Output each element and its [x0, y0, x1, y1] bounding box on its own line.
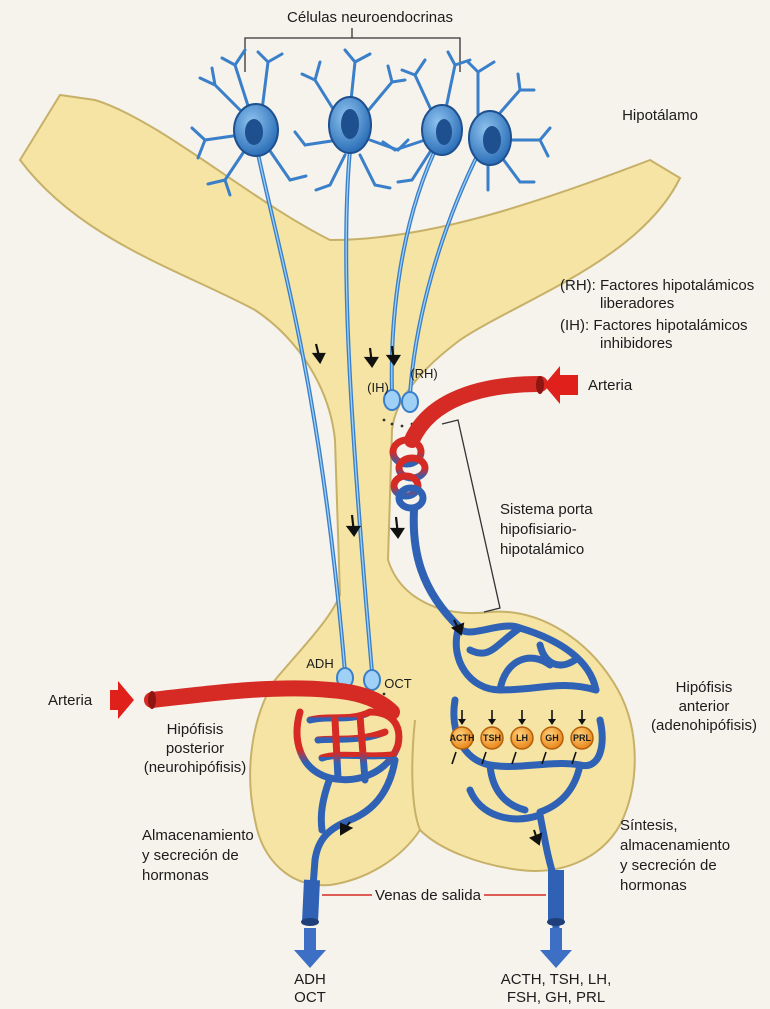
output-right-line2: FSH, GH, PRL — [507, 989, 605, 1006]
hormone-cell-label: TSH — [483, 733, 501, 743]
anterior-label-line2: anterior — [679, 698, 730, 715]
hormone-cell-label: PRL — [573, 733, 592, 743]
synthesis-label-line4: hormonas — [620, 877, 687, 894]
neuroendocrine-cells-label: Células neuroendocrinas — [287, 9, 453, 26]
ih-legend-line2: inhibidores — [600, 335, 673, 352]
oct-terminal-label: OCT — [384, 676, 412, 691]
posterior-label-line1: Hipófisis — [167, 721, 224, 738]
neuron-bracket — [245, 28, 460, 72]
artery-label-left: Arteria — [48, 692, 93, 709]
rh-tag: (RH) — [410, 366, 437, 381]
portal-artery-opening — [536, 376, 544, 394]
hormone-cell-label: GH — [545, 733, 559, 743]
synthesis-label-line2: almacenamiento — [620, 837, 730, 854]
adh-terminal-label: ADH — [306, 656, 333, 671]
portal-label-line3: hipotalámico — [500, 541, 584, 558]
ih-legend-line1: (IH): Factores hipotalámicos — [560, 317, 748, 334]
exit-vein-right-opening — [547, 918, 565, 926]
storage-label-line3: hormonas — [142, 867, 209, 884]
artery-arrow-left — [110, 681, 134, 719]
ih-tag: (IH) — [367, 380, 389, 395]
output-left-line2: OCT — [294, 989, 326, 1006]
storage-label-line2: y secreción de — [142, 847, 239, 864]
exit-vein-left-opening — [301, 918, 319, 926]
hypothalamus-label: Hipotálamo — [622, 107, 698, 124]
output-left-line1: ADH — [294, 971, 326, 988]
synthesis-label-line1: Síntesis, — [620, 817, 678, 834]
artery-arrow-right — [544, 366, 578, 404]
hormone-cell-label: ACTH — [450, 733, 475, 743]
posterior-label-line2: posterior — [166, 740, 224, 757]
output-arrow-left — [294, 928, 326, 968]
hormone-cell-label: LH — [516, 733, 528, 743]
output-right-line1: ACTH, TSH, LH, — [501, 971, 612, 988]
artery-label-right: Arteria — [588, 377, 633, 394]
storage-label-line1: Almacenamiento — [142, 827, 254, 844]
anterior-label-line3: (adenohipófisis) — [651, 717, 757, 734]
synthesis-label-line3: y secreción de — [620, 857, 717, 874]
anterior-label-line1: Hipófisis — [676, 679, 733, 696]
portal-bracket — [442, 420, 500, 612]
exit-vein-left — [310, 880, 312, 922]
rh-legend-line1: (RH): Factores hipotalámicos — [560, 277, 754, 294]
posterior-label-line3: (neurohipófisis) — [144, 759, 247, 776]
portal-artery — [412, 384, 540, 440]
portal-label-line1: Sistema porta — [500, 501, 593, 518]
posterior-artery-opening — [148, 691, 156, 709]
portal-label-line2: hipofisiario- — [500, 521, 577, 538]
output-arrow-right — [540, 928, 572, 968]
rh-legend-line2: liberadores — [600, 295, 674, 312]
veins-label: Venas de salida — [375, 887, 482, 904]
